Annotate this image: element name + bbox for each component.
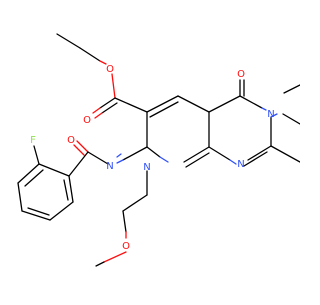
amide-oxygen: O xyxy=(67,135,75,146)
ring-fused-nitrogen: N xyxy=(267,109,274,120)
ring-amine-nitrogen: N xyxy=(143,162,150,173)
molecule-structure: O O O N N N N O F O xyxy=(17,33,301,267)
exocyclic-imine-nitrogen: N xyxy=(106,161,113,172)
ester-carbonyl-oxygen: O xyxy=(83,115,91,126)
molecule-diagram: O O O N N N N O F O xyxy=(17,33,301,267)
fluorine-atom: F xyxy=(30,135,36,146)
methoxy-oxygen: O xyxy=(122,241,130,252)
ester-ether-oxygen: O xyxy=(106,64,114,75)
ketone-oxygen: O xyxy=(237,69,245,80)
bond-lines xyxy=(17,33,301,267)
ring-imine-nitrogen: N xyxy=(237,159,244,170)
